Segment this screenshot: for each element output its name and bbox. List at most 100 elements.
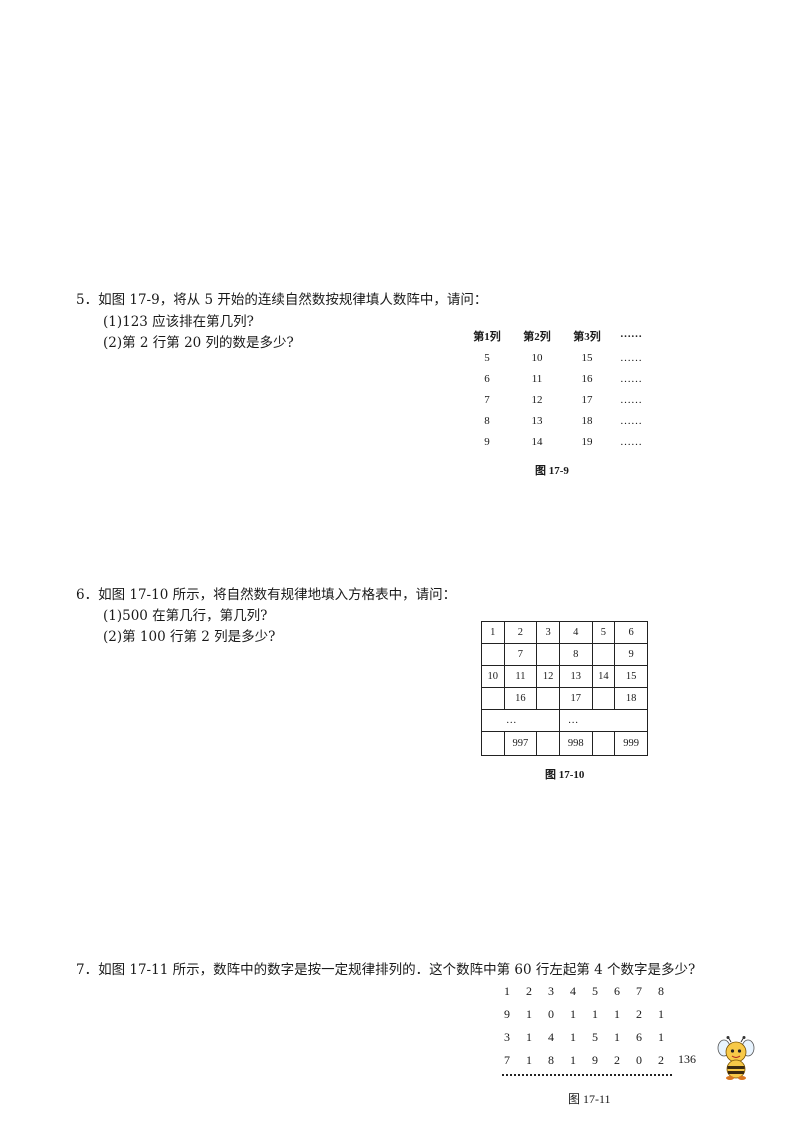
- matrix-digit: 7: [636, 984, 642, 998]
- continuation-dots: [502, 1074, 672, 1076]
- grid-cell: [481, 731, 505, 756]
- grid-cell: 11: [503, 665, 538, 688]
- fig9-cell: 5: [484, 352, 490, 364]
- matrix-digit: 3: [548, 984, 554, 998]
- fig9-cell: ……: [620, 352, 642, 364]
- q6-sub2: (2)第 100 行第 2 列是多少?: [103, 629, 276, 645]
- matrix-digit: 2: [526, 984, 532, 998]
- fig11-caption: 图 17-11: [568, 1092, 611, 1106]
- matrix-digit: 9: [504, 1007, 510, 1021]
- fig9-cell: 10: [531, 352, 543, 364]
- grid-cell: 997: [503, 731, 538, 756]
- grid-cell: 13: [558, 665, 593, 688]
- fig9-cell: 12: [531, 394, 543, 406]
- fig9-cell: 7: [484, 394, 490, 406]
- q5-title: 5．如图 17-9，将从 5 开始的连续自然数按规律填人数阵中，请问：: [76, 292, 488, 308]
- fig9-cell: ……: [620, 394, 642, 406]
- grid-cell: 10: [481, 665, 505, 688]
- fig9-cell: 6: [484, 373, 490, 385]
- grid-cell: 17: [558, 687, 593, 710]
- grid-cell: 18: [614, 687, 648, 710]
- grid-cell: [536, 643, 560, 666]
- grid-cell: [591, 731, 616, 756]
- matrix-digit: 8: [658, 984, 664, 998]
- q5-sub2: (2)第 2 行第 20 列的数是多少?: [103, 335, 294, 351]
- grid-cell: 7: [503, 643, 538, 666]
- fig9-cell: 13: [531, 415, 543, 427]
- grid-cell: [536, 731, 560, 756]
- matrix-digit: 1: [658, 1007, 664, 1021]
- grid-cell: 6: [614, 621, 648, 644]
- fig9-cell: 9: [484, 436, 490, 448]
- matrix-digit: 1: [570, 1030, 576, 1044]
- matrix-digit: 4: [570, 984, 576, 998]
- grid-cell: 14: [591, 665, 616, 688]
- fig10-caption: 图 17-10: [545, 769, 585, 781]
- grid-cell: 5: [591, 621, 616, 644]
- fig9-cell: 18: [581, 415, 593, 427]
- matrix-digit: 6: [614, 984, 620, 998]
- grid-cell: 4: [558, 621, 593, 644]
- grid-ellipsis: …: [481, 709, 560, 732]
- fig9-cell: 11: [531, 373, 543, 385]
- grid-cell: 999: [614, 731, 648, 756]
- grid-cell: 1: [481, 621, 505, 644]
- matrix-digit: 1: [614, 1030, 620, 1044]
- matrix-digit: 9: [592, 1053, 598, 1067]
- fig9-cell: ……: [620, 373, 642, 385]
- page-number: 136: [678, 1052, 696, 1066]
- matrix-digit: 5: [592, 1030, 598, 1044]
- matrix-digit: 0: [636, 1053, 642, 1067]
- grid-cell: 3: [536, 621, 560, 644]
- fig9-header: ……: [620, 328, 642, 340]
- grid-cell: [536, 687, 560, 710]
- figure-17-10-grid: 1 2 3 4 5 6 7 8 9 10 11 12 13 14 15 16 1…: [481, 621, 649, 756]
- matrix-digit: 6: [636, 1030, 642, 1044]
- matrix-digit: 1: [570, 1007, 576, 1021]
- q5-sub1: (1)123 应该排在第几列?: [103, 314, 254, 330]
- matrix-digit: 5: [592, 984, 598, 998]
- fig9-header: 第3列: [573, 331, 601, 343]
- grid-cell: [481, 643, 505, 666]
- grid-cell: 12: [536, 665, 560, 688]
- fig9-cell: 17: [581, 394, 593, 406]
- grid-cell: [591, 687, 616, 710]
- matrix-digit: 2: [658, 1053, 664, 1067]
- matrix-digit: 1: [614, 1007, 620, 1021]
- q6-title: 6．如图 17-10 所示，将自然数有规律地填入方格表中，请问：: [76, 587, 457, 603]
- matrix-digit: 8: [548, 1053, 554, 1067]
- grid-cell: [591, 643, 616, 666]
- grid-cell: 998: [558, 731, 593, 756]
- fig9-header: 第2列: [523, 331, 551, 343]
- fig9-caption: 图 17-9: [535, 465, 569, 477]
- grid-ellipsis: …: [558, 709, 649, 732]
- fig9-cell: ……: [620, 436, 642, 448]
- matrix-digit: 1: [526, 1053, 532, 1067]
- grid-cell: 16: [503, 687, 538, 710]
- figure-17-11: 1 2 3 4 5 6 7 8 9 1 0 1 1 1 2 1 3 1 4 1 …: [500, 984, 680, 1076]
- grid-cell: 2: [503, 621, 538, 644]
- figure-17-9: 第1列 第2列 第3列 …… 5 10 15 …… 6 11 16 …… 7 1…: [465, 328, 665, 488]
- grid-cell: 15: [614, 665, 648, 688]
- fig9-cell: 15: [581, 352, 593, 364]
- matrix-digit: 7: [504, 1053, 510, 1067]
- grid-cell: 9: [614, 643, 648, 666]
- fig9-cell: ……: [620, 415, 642, 427]
- matrix-digit: 2: [614, 1053, 620, 1067]
- fig9-header: 第1列: [473, 331, 501, 343]
- bee-mascot-icon: [717, 1036, 755, 1080]
- matrix-digit: 1: [526, 1007, 532, 1021]
- q6-sub1: (1)500 在第几行，第几列?: [103, 608, 268, 624]
- grid-cell: [481, 687, 505, 710]
- matrix-digit: 1: [504, 984, 510, 998]
- grid-cell: 8: [558, 643, 593, 666]
- fig9-cell: 8: [484, 415, 490, 427]
- fig9-cell: 19: [581, 436, 593, 448]
- matrix-digit: 1: [526, 1030, 532, 1044]
- matrix-digit: 1: [570, 1053, 576, 1067]
- fig9-cell: 14: [531, 436, 543, 448]
- matrix-digit: 3: [504, 1030, 510, 1044]
- matrix-digit: 4: [548, 1030, 554, 1044]
- q7-title: 7．如图 17-11 所示，数阵中的数字是按一定规律排列的．这个数阵中第 60 …: [76, 962, 696, 978]
- matrix-digit: 2: [636, 1007, 642, 1021]
